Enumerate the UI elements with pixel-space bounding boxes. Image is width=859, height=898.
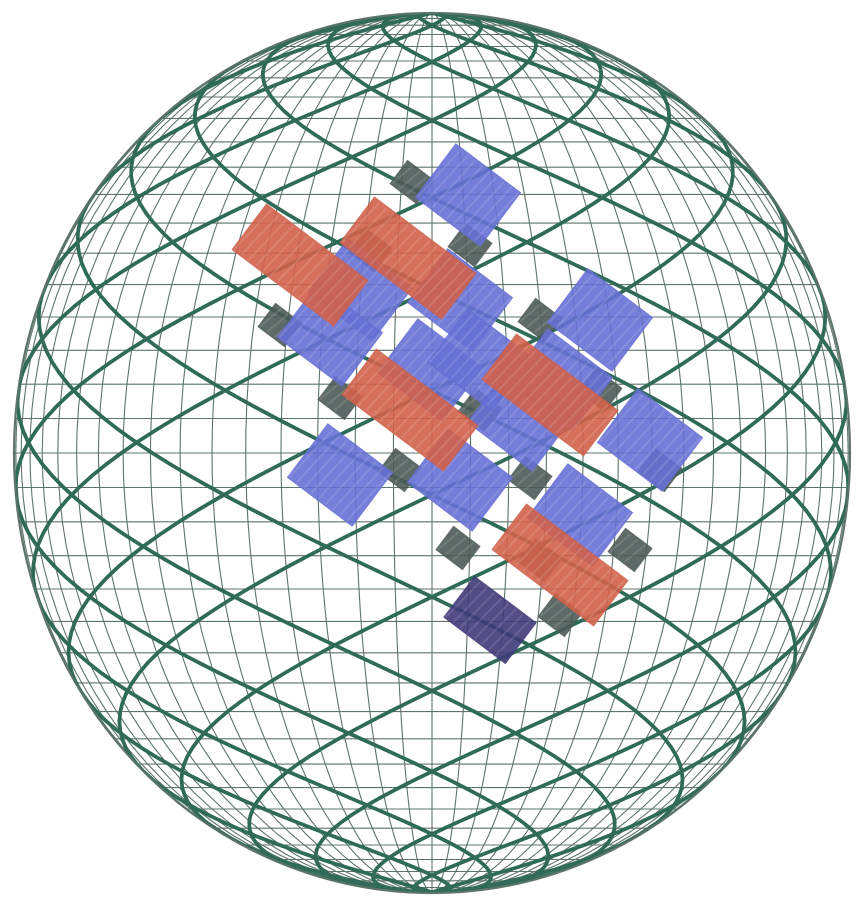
woven-sphere-diagram [0, 0, 859, 898]
